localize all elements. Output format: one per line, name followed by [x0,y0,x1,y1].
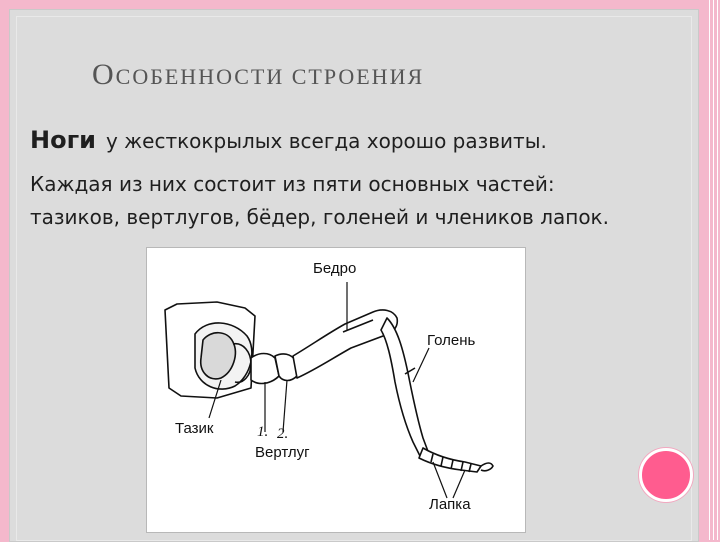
title-rest: СОБЕННОСТИ СТРОЕНИЯ [116,64,424,89]
leg-diagram: Бедро Голень Тазик 1. 2. Вертлуг Лапка [146,247,526,533]
tarsus [419,448,481,472]
decorative-stripe [706,0,720,540]
claw [481,463,493,471]
tarsus-leader-2 [453,470,465,498]
slide-title: ОСОБЕННОСТИ СТРОЕНИЯ [92,58,424,92]
decorative-circle [639,448,693,502]
tibia-leader [413,348,429,382]
label-num-2: 2. [277,426,288,443]
label-tibia: Голень [427,332,475,349]
trochanter-leader-2 [283,380,287,432]
label-coxa: Тазик [175,420,213,437]
label-num-1: 1. [257,424,268,441]
line1-rest: у жесткокрылых всегда хорошо развиты. [106,129,547,153]
label-trochanter: Вертлуг [255,444,310,461]
tibia [381,318,429,458]
leg-drawing [147,248,525,532]
label-femur: Бедро [313,260,356,277]
label-tarsus: Лапка [429,496,471,513]
title-initial: О [92,58,116,91]
femur [293,310,397,378]
lead-word: Ноги [30,126,96,154]
text-line-1: Ноги у жесткокрылых всегда хорошо развиты… [30,126,547,154]
text-line-3: тазиков, вертлугов, бёдер, голеней и чле… [30,205,609,229]
text-line-2: Каждая из них состоит из пяти основных ч… [30,172,555,196]
